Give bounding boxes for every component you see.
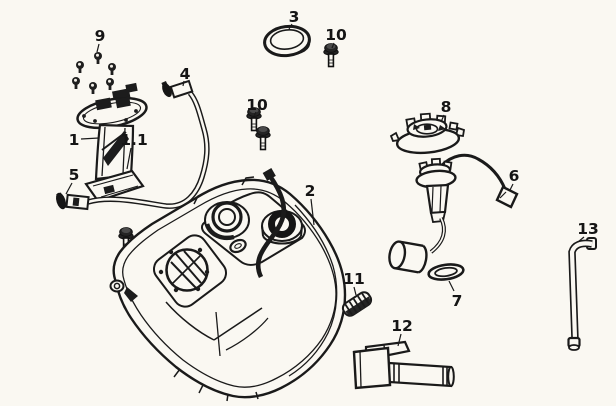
callout-7: 7 [452,292,463,310]
callout-5: 5 [69,166,80,184]
leader-lines [65,23,585,347]
callout-6: 6 [509,167,520,185]
callout-10-left: 10 [246,96,268,114]
part-2-fuel-tank-drawing [109,168,347,402]
hose-clamp-upper [162,82,172,98]
callout-12: 12 [391,317,413,335]
callout-4: 4 [180,65,191,83]
callout-8: 8 [441,98,452,116]
tank-mount-tab [109,279,125,293]
callout-1-1: 1.1 [120,131,147,149]
callout-1: 1 [69,131,80,149]
callout-3: 3 [289,8,300,26]
callout-2: 2 [305,182,316,200]
sender-mount-panel [152,234,228,308]
part-4-fuel-hose-drawing [55,79,210,211]
callout-11: 11 [343,270,365,288]
part-12-bracket-drawing [352,340,455,390]
part-1-1-pump-base-plate [84,169,145,203]
sender-wire [439,153,507,190]
part-6-connector-drawing [495,185,519,209]
tank-molded-hose [255,174,287,279]
tank-vent-hole [229,238,247,254]
sender-float [388,240,428,274]
part-9-screws-drawing [72,52,116,94]
part-8-lock-collar-drawing [389,112,466,155]
callout-13: 13 [577,220,599,238]
part-3-filler-cap-drawing [263,24,311,58]
part-1-fuel-pump-drawing [76,82,148,203]
callout-10-right: 10 [325,26,347,44]
tank-pump-opening [204,201,250,241]
part-11-clip-drawing [341,291,373,317]
tank-sender-mount-circle [158,247,210,293]
callout-9: 9 [95,27,106,45]
part-5-hose-clamp-drawing [55,192,67,210]
fuel-sender-assembly-drawing [388,153,519,281]
part-7-gasket-drawing [427,263,465,281]
part-13-pipe-drawing [567,237,597,351]
